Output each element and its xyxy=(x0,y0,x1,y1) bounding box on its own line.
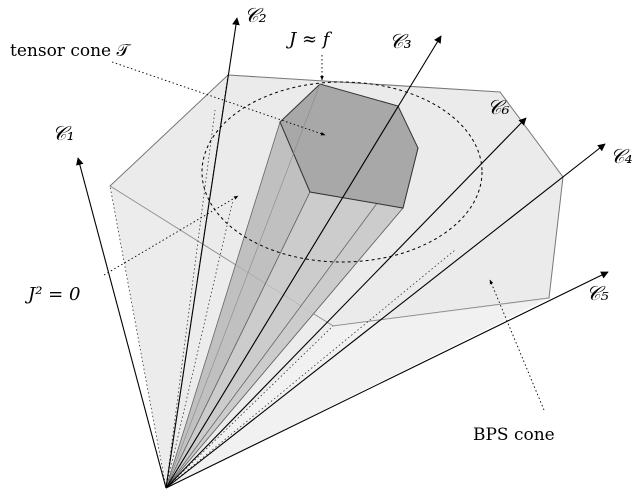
tensor-cone-label: tensor cone 𝒯 xyxy=(10,41,131,61)
bps-cone-face-front xyxy=(166,298,549,488)
ray-c4 xyxy=(165,143,606,489)
ray-label-c3: 𝒞₃ xyxy=(389,29,412,53)
ray-c2 xyxy=(165,17,240,489)
annotation-arrows xyxy=(103,55,545,411)
ray-c5 xyxy=(165,271,609,489)
j-approx-f-label: J ≈ f xyxy=(285,29,333,50)
bps-cone-pointer xyxy=(489,279,545,411)
ray-label-c1: 𝒞₁ xyxy=(52,121,75,145)
j-squared-label: J² = 0 xyxy=(24,284,80,305)
bps-cone-label: BPS cone xyxy=(473,425,555,445)
ray-label-c5: 𝒞₅ xyxy=(586,281,609,305)
ray-c3 xyxy=(165,35,442,489)
ray-label-c6: 𝒞₆ xyxy=(487,95,510,119)
ray-label-c4: 𝒞₄ xyxy=(610,144,633,168)
null-cone-ellipse xyxy=(201,81,483,263)
rays xyxy=(76,17,609,489)
ray-c6 xyxy=(165,117,527,489)
ray-c1 xyxy=(76,157,167,489)
tensor-cone-pointer xyxy=(111,61,326,136)
ray-label-c2: 𝒞₂ xyxy=(244,3,267,27)
